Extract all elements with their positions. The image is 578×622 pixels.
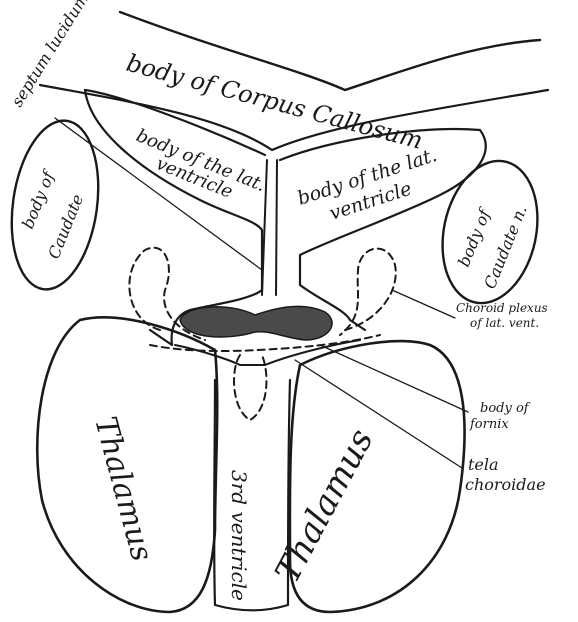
label-choroid-plexus-line2: of lat. vent. [470,316,539,330]
label-tela-line1: tela [468,455,499,474]
leader-choroid-plexus [392,290,455,318]
label-fornix-line1: body of [480,401,531,416]
label-tela-line2: choroidae [465,475,546,494]
label-left-thalamus: Thalamus [87,413,159,565]
label-right-thalamus: Thalamus [268,422,382,589]
left-lateral-ventricle [85,90,262,345]
label-septum-lucidum: septum lucidum [7,0,92,110]
right-thalamus [290,341,465,612]
leader-tela-choroidae [295,360,462,468]
right-choroid-plexus-loop [340,249,396,335]
choroid-plexus-mass [180,306,332,340]
left-caudate-nucleus [2,115,109,295]
label-third-ventricle: 3rd ventricle [227,470,251,601]
label-left-caudate-line2: Caudate [44,192,87,262]
label-choroid-plexus-line1: Choroid plexus [456,301,548,315]
septum-lucidum-right-line [276,160,277,295]
label-fornix-line2: fornix [469,417,509,432]
label-left-caudate-line1: body of [18,166,59,231]
